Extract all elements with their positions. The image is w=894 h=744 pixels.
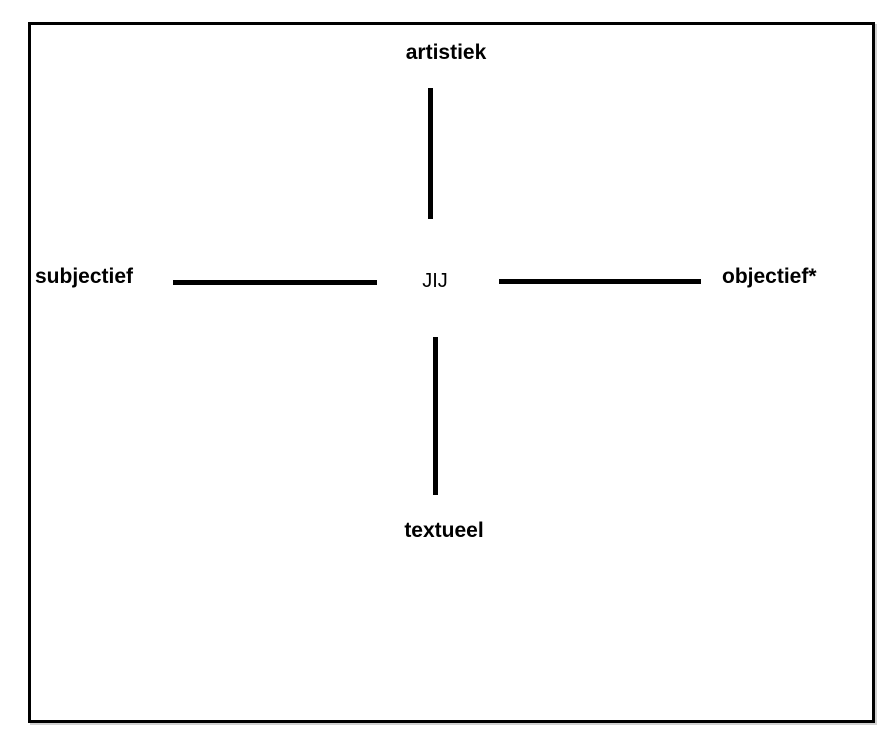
axis-label-left: subjectief bbox=[35, 265, 134, 288]
axis-label-bottom: textueel bbox=[404, 519, 484, 542]
axis-label-top: artistiek bbox=[405, 41, 487, 64]
right-axis-line bbox=[499, 279, 701, 284]
left-axis-line bbox=[173, 280, 377, 285]
top-axis-line bbox=[428, 88, 433, 219]
center-label: JIJ bbox=[422, 270, 448, 292]
bottom-axis-line bbox=[433, 337, 438, 495]
diagram-border-frame bbox=[28, 22, 875, 723]
axis-label-right: objectief* bbox=[722, 265, 817, 288]
